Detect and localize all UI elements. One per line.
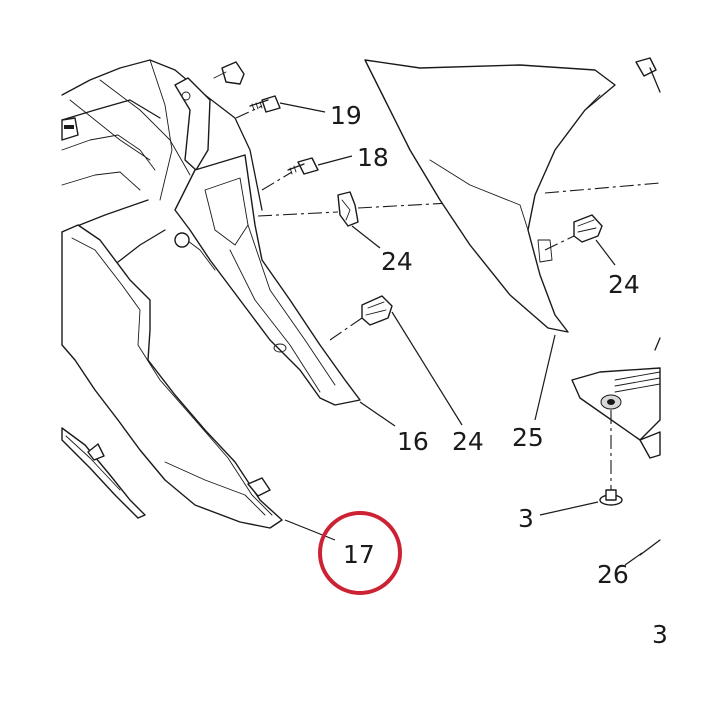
clip-24-right [544, 214, 616, 266]
clip-24-upper [257, 191, 451, 249]
callout-24-middle: 24 [452, 427, 484, 456]
clip-24-middle [329, 295, 463, 426]
edge-strip-left [61, 427, 146, 519]
callout-19: 19 [330, 101, 362, 130]
callout-24-upper: 24 [381, 247, 413, 276]
part-26-edge [624, 337, 661, 566]
callout-24-right: 24 [608, 270, 640, 299]
callout-26: 26 [597, 560, 629, 589]
highlight-circle [318, 511, 402, 595]
screw-3 [539, 410, 623, 516]
leader-16 [359, 401, 396, 427]
callout-25: 25 [512, 423, 544, 452]
clip-top [213, 61, 245, 85]
screw-top-right [635, 57, 661, 93]
screw-19 [235, 95, 326, 119]
callout-3: 3 [518, 504, 534, 533]
panel-17 [61, 224, 336, 541]
fairing-part-16 [61, 59, 361, 406]
callout-edge: 3 [652, 620, 668, 649]
bracket-right [571, 367, 661, 459]
screw-18 [261, 155, 353, 191]
panel-25 [364, 59, 661, 421]
callout-18: 18 [357, 143, 389, 172]
callout-17: 17 [343, 540, 375, 569]
callout-16: 16 [397, 427, 429, 456]
